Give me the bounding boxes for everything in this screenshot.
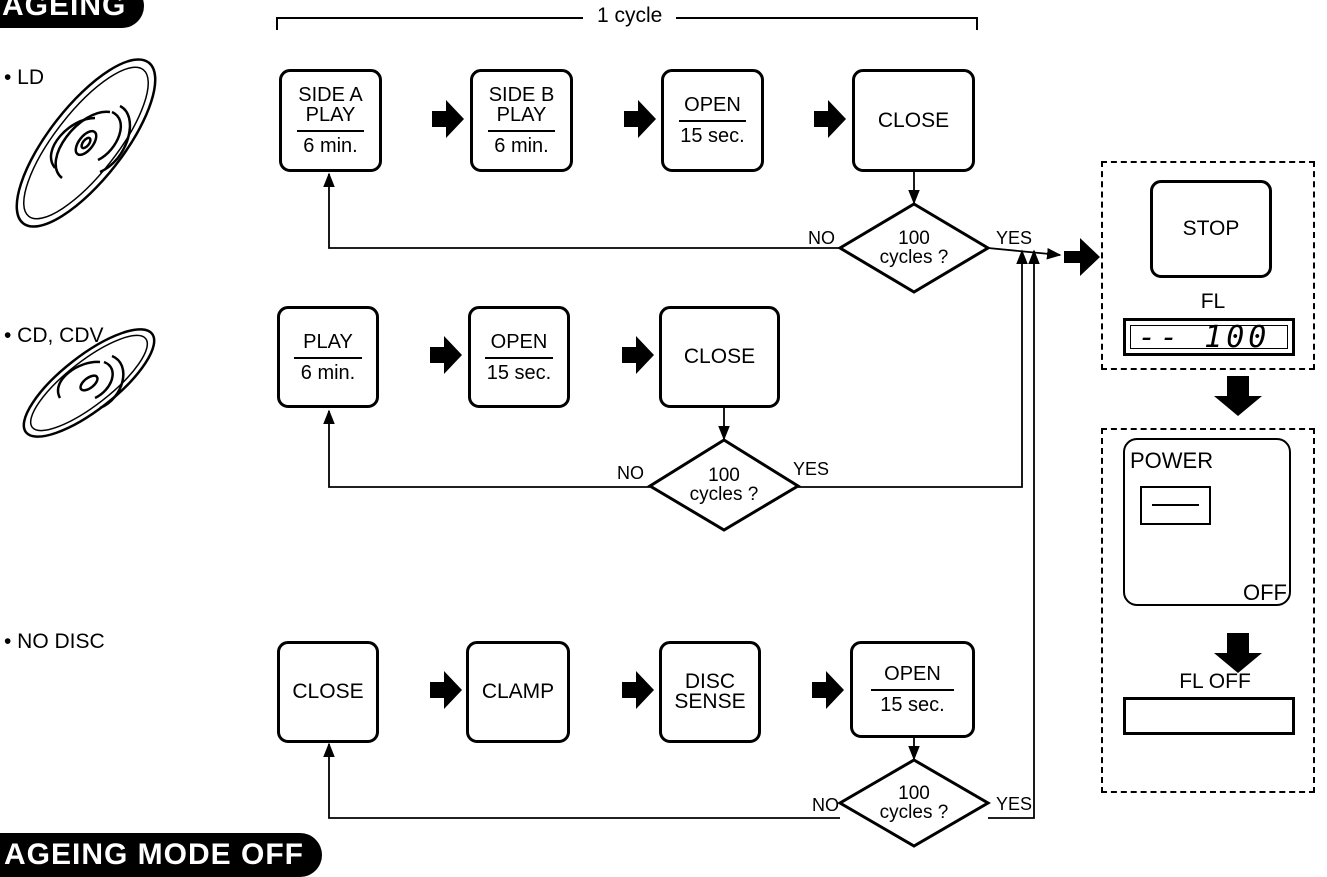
ld-no-label: NO [808, 228, 835, 249]
divider [294, 357, 361, 359]
fl-display-value: -- 100 [1138, 323, 1270, 353]
ld-step-close: CLOSE [852, 69, 975, 172]
decision-diamonds [650, 204, 988, 846]
ld-step-side-b-play: SIDE B PLAY 6 min. [470, 69, 573, 172]
ld-decision-text: 100 cycles ? [864, 229, 964, 267]
nodisc-yes-label: YES [996, 794, 1032, 815]
nodisc-step-open: OPEN 15 sec. [850, 641, 975, 738]
cd-disc-icon [9, 312, 168, 453]
nodisc-step-disc-sense-title: DISC SENSE [674, 672, 745, 712]
ld-step-open-duration: 15 sec. [680, 126, 744, 146]
nodisc-step-open-duration: 15 sec. [880, 695, 944, 715]
cd-step-play: PLAY 6 min. [277, 306, 379, 408]
cd-no-label: NO [617, 463, 644, 484]
off-label: OFF [1243, 580, 1287, 606]
power-switch-line [1152, 504, 1199, 506]
ageing-flowchart: AGEING AGEING MODE OFF • LD • CD, CDV • … [0, 0, 1327, 859]
ld-yes-label: YES [996, 228, 1032, 249]
power-switch [1140, 486, 1211, 525]
cd-step-close: CLOSE [659, 306, 780, 408]
cycle-label: 1 cycle [583, 4, 676, 28]
nodisc-step-clamp-title: CLAMP [482, 682, 554, 702]
ld-step-side-a-duration: 6 min. [303, 136, 357, 156]
nodisc-decision-text: 100 cycles ? [864, 784, 964, 822]
cd-step-open-title: OPEN [491, 332, 548, 355]
divider [679, 120, 747, 122]
stop-button-label: STOP [1183, 219, 1240, 239]
cd-step-open-duration: 15 sec. [487, 363, 551, 383]
ld-step-open-title: OPEN [684, 95, 741, 118]
fl-label: FL [1198, 290, 1228, 314]
ld-step-side-a-title: SIDE A PLAY [298, 85, 362, 128]
fl-display: -- 100 [1123, 318, 1295, 356]
power-label: POWER [1130, 448, 1213, 474]
ld-step-close-title: CLOSE [878, 111, 949, 131]
cd-step-play-title: PLAY [303, 332, 353, 355]
nodisc-no-label: NO [812, 795, 839, 816]
fl-off-label: FL OFF [1160, 670, 1270, 694]
cd-step-play-duration: 6 min. [301, 363, 355, 383]
ld-step-open: OPEN 15 sec. [661, 69, 764, 172]
nodisc-step-disc-sense: DISC SENSE [659, 641, 761, 743]
divider [485, 357, 552, 359]
divider [488, 130, 556, 132]
cd-step-close-title: CLOSE [684, 347, 755, 367]
ld-step-side-b-duration: 6 min. [494, 136, 548, 156]
divider [871, 689, 954, 691]
ld-step-side-a-play: SIDE A PLAY 6 min. [279, 69, 382, 172]
nodisc-step-close: CLOSE [277, 641, 379, 743]
cd-yes-label: YES [793, 459, 829, 480]
stop-button: STOP [1150, 180, 1272, 278]
cd-decision-text: 100 cycles ? [674, 466, 774, 504]
nodisc-step-close-title: CLOSE [292, 682, 363, 702]
divider [297, 130, 365, 132]
cd-step-open: OPEN 15 sec. [468, 306, 570, 408]
fl-off-display [1123, 697, 1295, 735]
ld-disc-icon [0, 40, 178, 246]
nodisc-step-clamp: CLAMP [466, 641, 570, 743]
ld-step-side-b-title: SIDE B PLAY [489, 85, 555, 128]
nodisc-step-open-title: OPEN [884, 664, 941, 687]
